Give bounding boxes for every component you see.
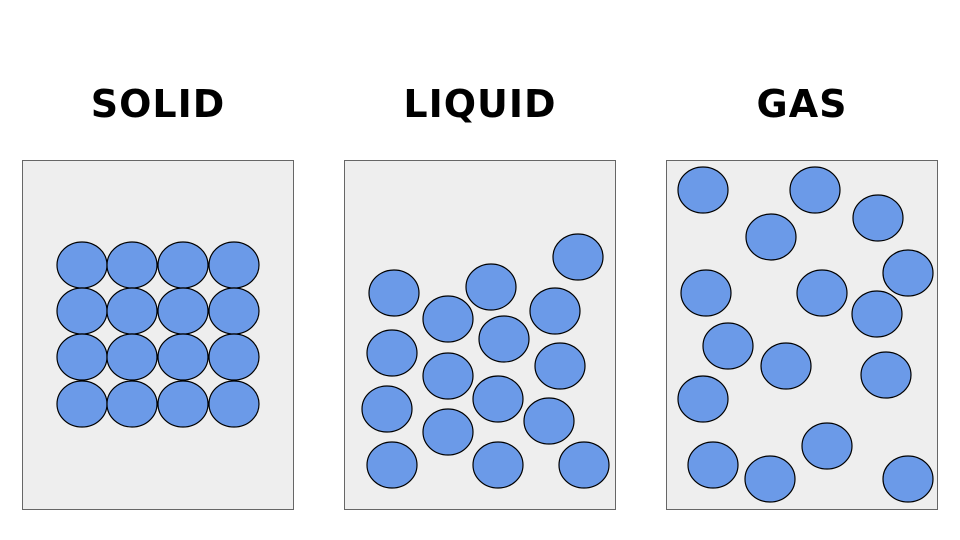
- solid-panel: [22, 160, 294, 510]
- solid-title: SOLID: [90, 82, 226, 126]
- gas-panel: [666, 160, 938, 510]
- gas-title: GAS: [756, 82, 848, 126]
- liquid-title: LIQUID: [403, 82, 557, 126]
- liquid-panel: [344, 160, 616, 510]
